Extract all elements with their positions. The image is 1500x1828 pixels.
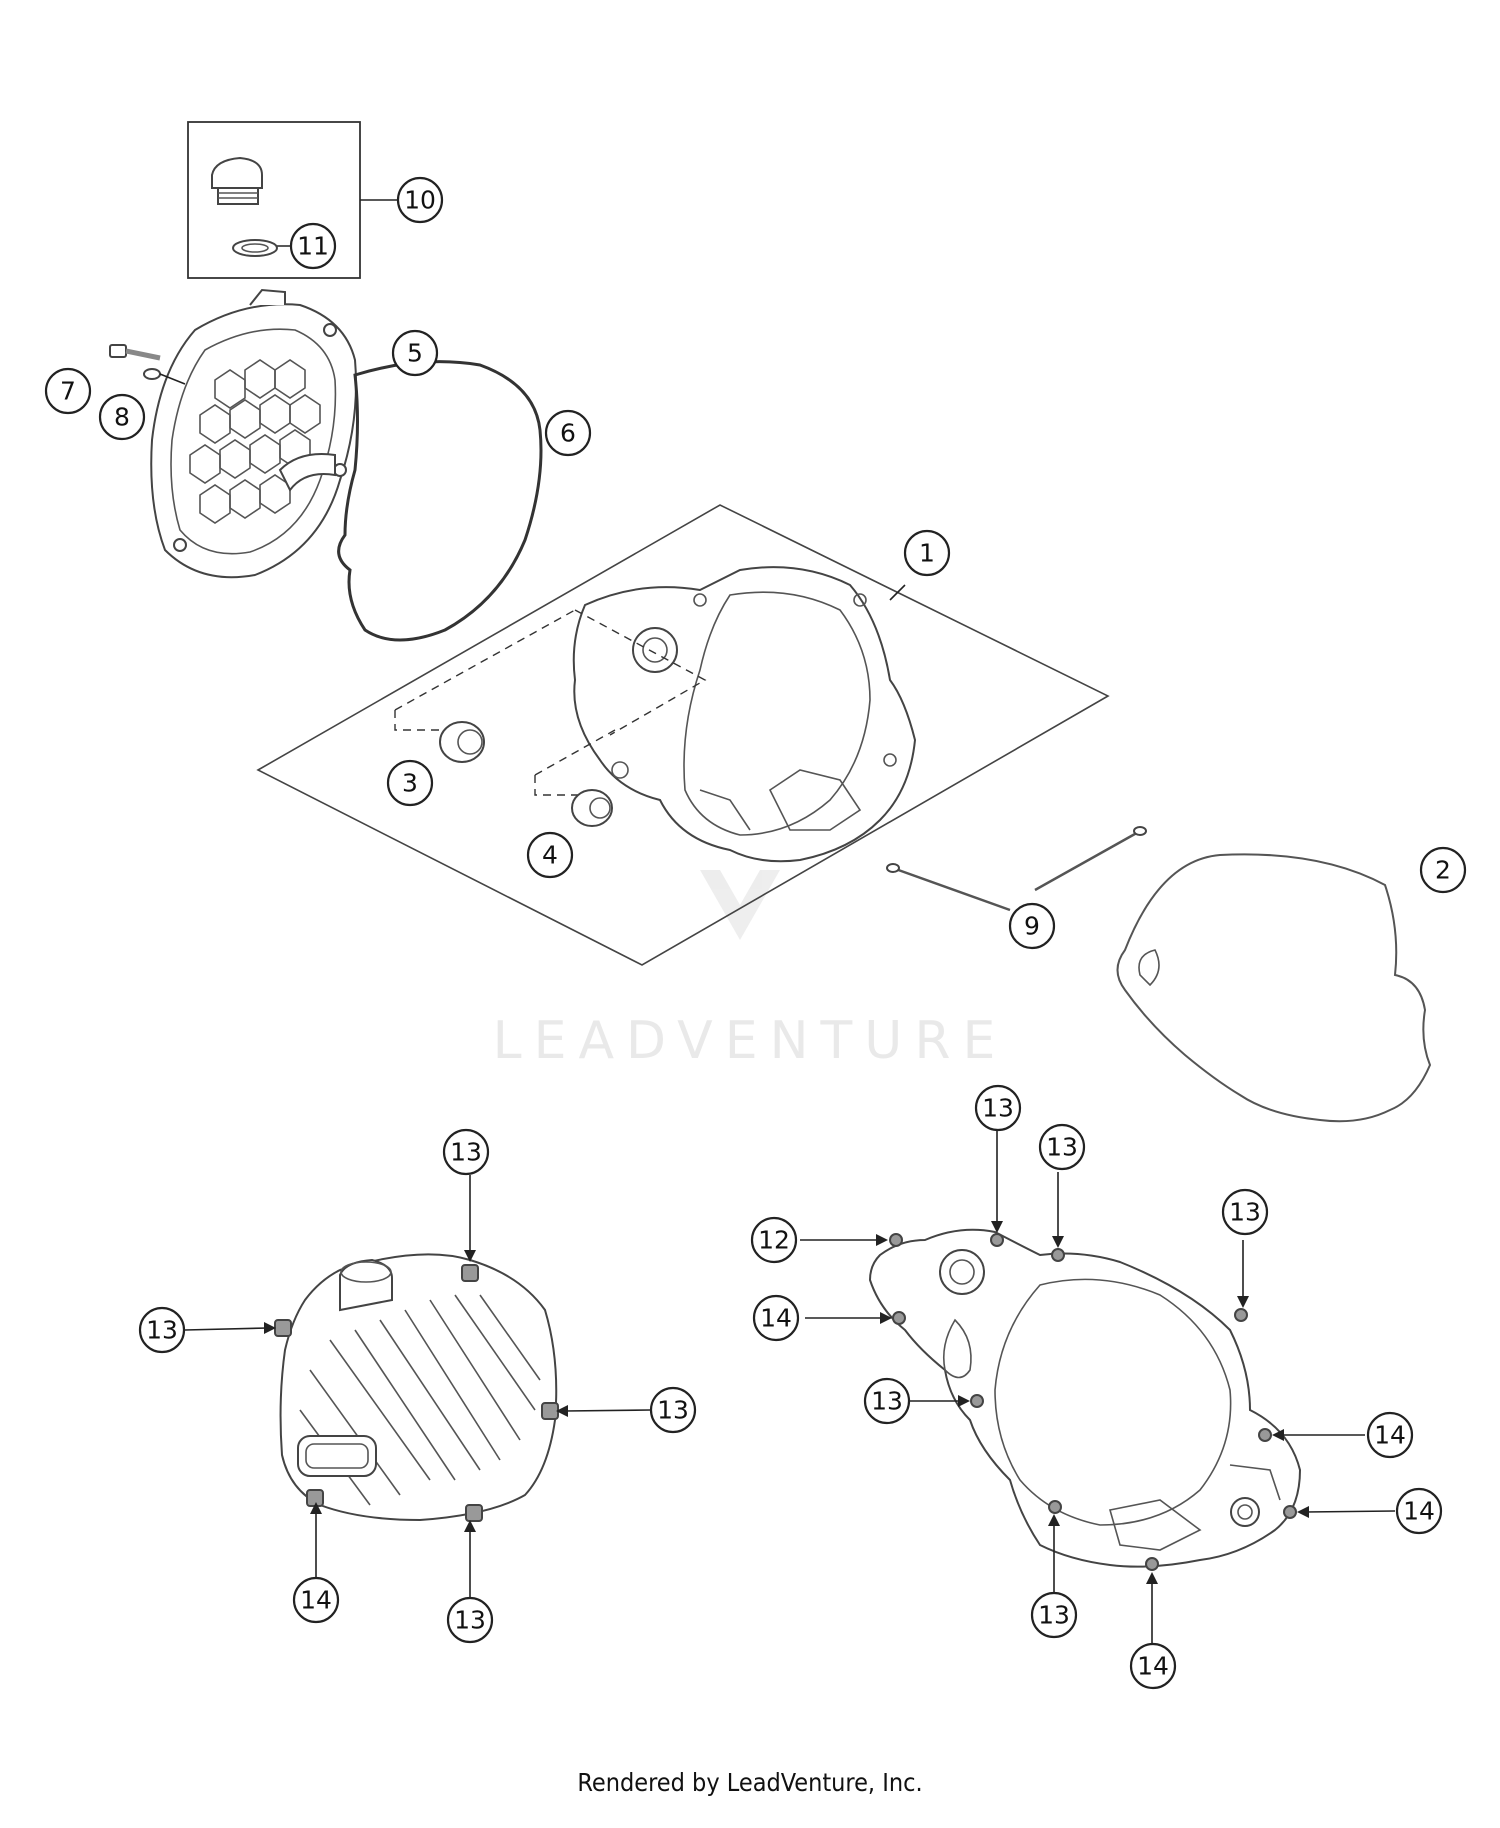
leader-lines xyxy=(184,1130,1396,1643)
svg-text:13: 13 xyxy=(146,1316,178,1345)
callout-7[interactable]: 7 xyxy=(44,367,92,415)
assembly-frame xyxy=(256,504,1110,966)
svg-text:8: 8 xyxy=(114,403,130,432)
svg-text:7: 7 xyxy=(60,377,76,406)
shaft-seal-part xyxy=(439,721,485,763)
svg-text:1: 1 xyxy=(919,539,935,568)
svg-text:14: 14 xyxy=(300,1586,332,1615)
callout-14[interactable]: 14 xyxy=(1129,1642,1177,1690)
svg-text:14: 14 xyxy=(1403,1497,1435,1526)
svg-text:6: 6 xyxy=(560,419,576,448)
callout-10[interactable]: 10 xyxy=(396,176,444,224)
svg-text:13: 13 xyxy=(454,1606,486,1635)
oil-plug-part xyxy=(211,156,263,205)
svg-text:4: 4 xyxy=(542,841,558,870)
gasket-ring-part xyxy=(337,360,543,642)
svg-text:14: 14 xyxy=(760,1304,792,1333)
outer-clutch-cover-part xyxy=(150,288,357,579)
svg-text:2: 2 xyxy=(1435,856,1451,885)
callout-14[interactable]: 14 xyxy=(1395,1487,1443,1535)
callout-11[interactable]: 11 xyxy=(289,222,337,270)
svg-text:12: 12 xyxy=(758,1226,790,1255)
callout-2[interactable]: 2 xyxy=(1419,846,1467,894)
inner-cover-assembled-part xyxy=(868,1228,1302,1568)
svg-text:14: 14 xyxy=(1137,1652,1169,1681)
svg-text:14: 14 xyxy=(1374,1421,1406,1450)
callout-13[interactable]: 13 xyxy=(649,1386,697,1434)
svg-text:13: 13 xyxy=(1046,1133,1078,1162)
svg-text:13: 13 xyxy=(1038,1601,1070,1630)
callout-13[interactable]: 13 xyxy=(863,1377,911,1425)
callout-1[interactable]: 1 xyxy=(903,529,951,577)
callout-13[interactable]: 13 xyxy=(446,1596,494,1644)
callout-13[interactable]: 13 xyxy=(1038,1123,1086,1171)
callout-12[interactable]: 12 xyxy=(750,1216,798,1264)
bearing-seal-part xyxy=(571,789,613,827)
callout-5[interactable]: 5 xyxy=(391,329,439,377)
callouts: 10 11 5 7 8 6 1 3 4 9 2 13 13 13 14 13 1… xyxy=(44,176,1467,1690)
callout-13[interactable]: 13 xyxy=(974,1084,1022,1132)
callout-14[interactable]: 14 xyxy=(752,1294,800,1342)
callout-14[interactable]: 14 xyxy=(1366,1411,1414,1459)
svg-text:13: 13 xyxy=(1229,1198,1261,1227)
svg-text:13: 13 xyxy=(450,1138,482,1167)
inner-cover-bolt-heads xyxy=(889,1233,1297,1571)
callout-14[interactable]: 14 xyxy=(292,1576,340,1624)
dowel-pin-part xyxy=(886,826,1147,912)
callout-8[interactable]: 8 xyxy=(98,393,146,441)
callout-13[interactable]: 13 xyxy=(138,1306,186,1354)
inner-clutch-cover-part xyxy=(572,566,917,863)
callout-13[interactable]: 13 xyxy=(442,1128,490,1176)
svg-text:10: 10 xyxy=(404,186,436,215)
callout-9[interactable]: 9 xyxy=(1008,902,1056,950)
watermark-text: LEADVENTURE xyxy=(493,1011,1008,1071)
svg-text:13: 13 xyxy=(982,1094,1014,1123)
svg-text:3: 3 xyxy=(402,769,418,798)
svg-text:5: 5 xyxy=(407,339,423,368)
svg-text:13: 13 xyxy=(871,1387,903,1416)
callout-3[interactable]: 3 xyxy=(386,759,434,807)
svg-text:9: 9 xyxy=(1024,912,1040,941)
seal-ring-part xyxy=(232,239,278,257)
callout-4[interactable]: 4 xyxy=(526,831,574,879)
screw-part xyxy=(109,344,161,361)
cover-gasket-part xyxy=(1116,853,1432,1123)
footer-credit: Rendered by LeadVenture, Inc. xyxy=(577,1768,923,1797)
svg-text:13: 13 xyxy=(657,1396,689,1425)
clutch-cover-assembled-part xyxy=(279,1253,558,1522)
callout-13[interactable]: 13 xyxy=(1030,1591,1078,1639)
washer-part xyxy=(143,368,161,380)
cover-bolt-heads xyxy=(274,1264,559,1522)
svg-text:11: 11 xyxy=(297,232,329,261)
kit-box xyxy=(187,121,398,279)
callout-13[interactable]: 13 xyxy=(1221,1188,1269,1236)
callout-6[interactable]: 6 xyxy=(544,409,592,457)
